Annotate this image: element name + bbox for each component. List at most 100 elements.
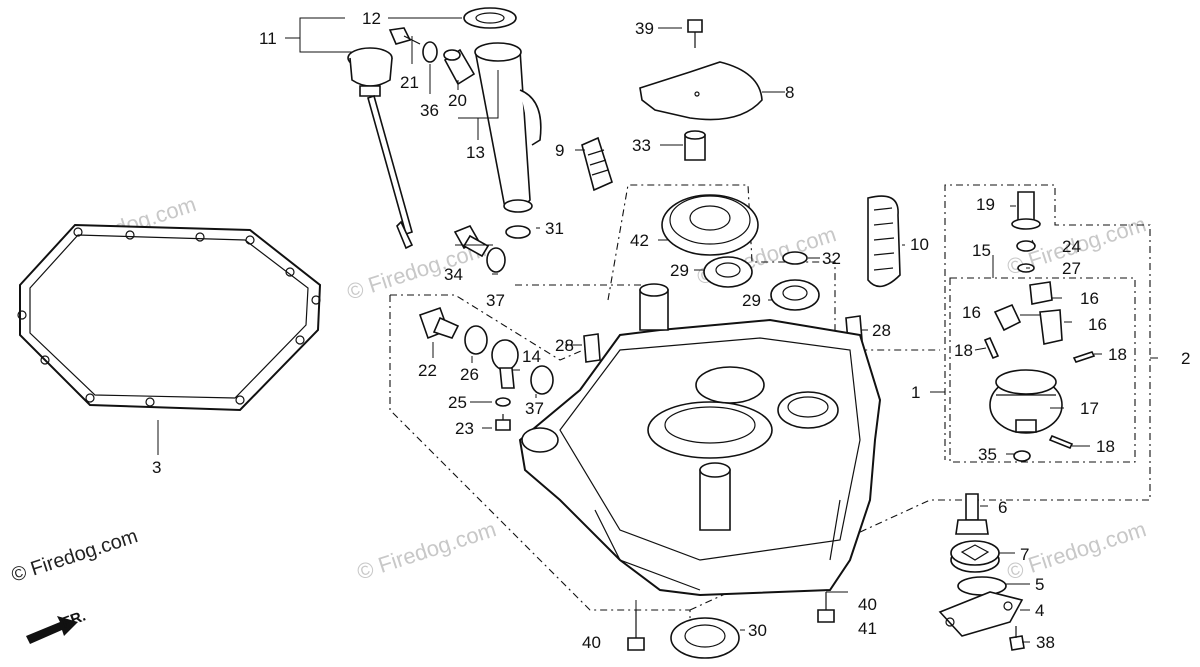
callout-8: 8 (785, 83, 794, 102)
callout-1: 1 (911, 383, 920, 402)
callout-18a: 18 (954, 341, 973, 360)
rotor-part-7 (950, 540, 1000, 573)
bearing-part-29-upper (703, 256, 753, 288)
pin-part-18-lower (1048, 434, 1074, 450)
callout-18b: 18 (1108, 345, 1127, 364)
callout-13: 13 (466, 143, 485, 162)
bolt-part-40-right (817, 592, 835, 623)
bearing-part-29-lower (770, 279, 820, 311)
callout-34: 34 (444, 265, 463, 284)
screen-part-10 (867, 195, 901, 288)
callout-16c: 16 (1088, 315, 1107, 334)
callout-11: 11 (259, 29, 277, 48)
washer-part-35 (1013, 450, 1031, 462)
callout-labels: 1 2 3 4 5 6 7 8 9 10 11 12 13 14 15 16 1… (152, 9, 1190, 652)
bolt-part-23 (495, 414, 511, 431)
washer-part-36 (422, 41, 438, 63)
callout-7: 7 (1020, 545, 1029, 564)
ring-part-32 (782, 251, 808, 265)
callout-22: 22 (418, 361, 437, 380)
callout-9: 9 (555, 141, 564, 160)
callout-29a: 29 (670, 261, 689, 280)
bolt-part-38 (1009, 626, 1025, 651)
seal-part-30 (670, 617, 740, 659)
callout-24: 24 (1062, 237, 1081, 256)
weights-part-16 (993, 281, 1063, 345)
washer-part-26 (464, 325, 488, 355)
callout-40b: 40 (858, 595, 877, 614)
callout-25: 25 (448, 393, 467, 412)
bolt-part-40-left (627, 610, 645, 651)
callout-20: 20 (448, 91, 467, 110)
frame-center (515, 284, 656, 298)
callout-33: 33 (632, 136, 651, 155)
bolt-part-22 (418, 306, 460, 340)
bracket-part-14 (491, 339, 519, 389)
callout-19: 19 (976, 195, 995, 214)
callout-5: 5 (1035, 575, 1044, 594)
callout-4: 4 (1035, 601, 1044, 620)
callout-37b: 37 (525, 399, 544, 418)
callout-10: 10 (910, 235, 929, 254)
callout-6: 6 (998, 498, 1007, 517)
bolt-part-21 (388, 27, 421, 45)
washer-part-37-lower (530, 365, 554, 395)
callout-35: 35 (978, 445, 997, 464)
callout-27: 27 (1062, 259, 1081, 278)
callout-3: 3 (152, 458, 161, 477)
callout-18c: 18 (1096, 437, 1115, 456)
oring-part-5 (957, 576, 1007, 596)
frame-left-group (390, 294, 596, 361)
leader-lines (157, 17, 1158, 643)
dipstick-part-11 (347, 47, 414, 250)
pin-part-18-left (983, 336, 1000, 360)
collar-part-33 (684, 130, 706, 161)
front-direction-label: FR. (60, 608, 89, 632)
frame-governor-group (949, 277, 1136, 463)
seal-part-12 (463, 7, 517, 29)
callout-42: 42 (630, 231, 649, 250)
plate-part-8 (639, 61, 763, 121)
watermark-text: © Firedog.com (354, 516, 499, 584)
callout-37a: 37 (486, 291, 505, 310)
washer-part-24 (1016, 240, 1036, 252)
callout-41: 41 (858, 619, 877, 638)
callout-40a: 40 (582, 633, 601, 652)
cover-part-4 (938, 591, 1024, 637)
callout-12: 12 (362, 9, 381, 28)
pin-part-18-right (1072, 351, 1096, 363)
callout-23: 23 (455, 419, 474, 438)
washer-part-25 (495, 397, 511, 407)
callout-16a: 16 (1080, 289, 1099, 308)
callout-39: 39 (635, 19, 654, 38)
callout-29b: 29 (742, 291, 761, 310)
callout-32: 32 (822, 249, 841, 268)
bolt-part-39 (687, 19, 703, 48)
pin-part-28-left (583, 333, 601, 363)
callout-30: 30 (748, 621, 767, 640)
callout-17: 17 (1080, 399, 1099, 418)
callout-36: 36 (420, 101, 439, 120)
filler-tube-part-13 (474, 42, 542, 213)
callout-15: 15 (972, 241, 991, 260)
filter-part-9 (581, 136, 613, 192)
oring-part-31 (505, 225, 531, 239)
gasket-part-3 (17, 223, 322, 412)
callout-14: 14 (522, 347, 541, 366)
callout-21: 21 (400, 73, 419, 92)
brand-text: © Firedog.com (9, 525, 141, 587)
callout-16b: 16 (962, 303, 981, 322)
plug-part-34 (453, 224, 490, 258)
crankcase-cover (518, 283, 882, 597)
bearing-part-42 (661, 194, 759, 256)
callout-26: 26 (460, 365, 479, 384)
callout-28b: 28 (872, 321, 891, 340)
shaft-part-6 (955, 493, 989, 535)
callout-2: 2 (1181, 349, 1190, 368)
front-direction-arrow: FR. (26, 608, 88, 644)
shaft-part-19 (1011, 191, 1041, 230)
washer-part-37-upper (486, 247, 506, 273)
callout-31: 31 (545, 219, 564, 238)
callout-28a: 28 (555, 336, 574, 355)
